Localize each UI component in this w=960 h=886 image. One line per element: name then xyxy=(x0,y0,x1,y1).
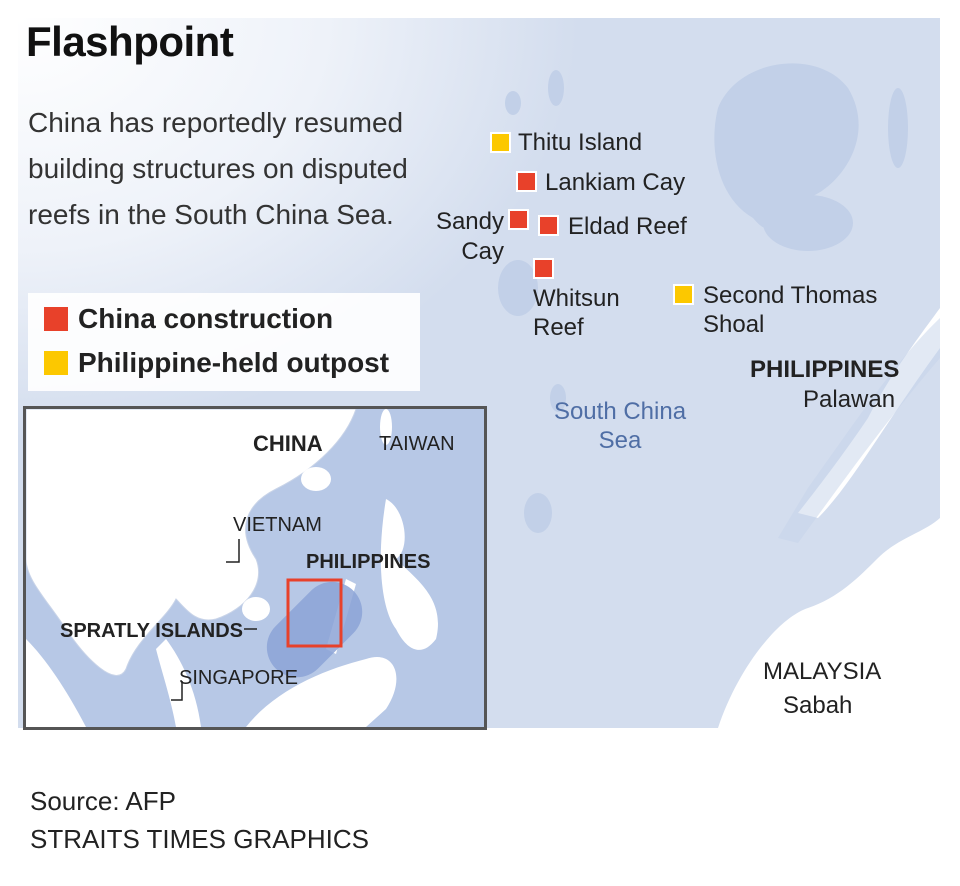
palawan-coast xyxy=(778,318,940,543)
legend-label: China construction xyxy=(78,303,334,334)
vietnam-leader-line xyxy=(226,539,240,563)
singapore-leader-line xyxy=(171,681,183,701)
label-eldad-reef: Eldad Reef xyxy=(568,213,687,240)
inset-label-spratly-islands: SPRATLY ISLANDS xyxy=(60,620,243,642)
inset-land xyxy=(26,409,438,727)
spratly-area xyxy=(266,581,363,678)
marker-thitu-island xyxy=(490,132,511,153)
label-philippines: PHILIPPINES xyxy=(750,356,900,383)
source-text: Source: AFP xyxy=(30,786,176,816)
red-square-icon xyxy=(44,307,68,331)
focus-area-box xyxy=(286,578,343,648)
label-thitu-island: Thitu Island xyxy=(518,129,643,156)
source-credit: Source: AFP STRAITS TIMES GRAPHICS xyxy=(30,782,369,858)
label-second-thomas-shoal: Second Thomas Shoal xyxy=(703,282,878,338)
inset-label-vietnam: VIETNAM xyxy=(233,514,322,536)
sea-label-line2: Sea xyxy=(598,427,642,454)
inset-label-singapore: SINGAPORE xyxy=(179,667,298,689)
main-map xyxy=(18,18,940,728)
inset-label-taiwan: TAIWAN xyxy=(379,433,455,455)
inset-label-china: CHINA xyxy=(253,431,323,456)
label-sandy-cay: Sandy Cay xyxy=(435,208,504,265)
label-sabah: Sabah xyxy=(783,692,853,719)
reef-shapes xyxy=(498,63,908,533)
legend: China construction Philippine-held outpo… xyxy=(28,293,420,391)
intro-text: China has reportedly resumed building st… xyxy=(28,107,408,230)
marker-eldad-reef xyxy=(538,215,559,236)
inset-label-philippines: PHILIPPINES xyxy=(306,551,431,573)
marker-second-thomas-shoal xyxy=(673,284,694,305)
graphics-credit: STRAITS TIMES GRAPHICS xyxy=(30,824,370,854)
label-whitsun-reef: Whitsun Reef xyxy=(533,285,620,341)
sea-label-line1: South China xyxy=(553,398,687,425)
marker-sandy-cay xyxy=(508,209,529,230)
label-lankiam-cay: Lankiam Cay xyxy=(545,169,686,196)
label-palawan: Palawan xyxy=(803,386,896,413)
sabah-land xyxy=(718,518,940,728)
inset-locator-map: CHINA TAIWAN VIETNAM PHILIPPINES SPRATLY… xyxy=(23,406,487,730)
label-malaysia: MALAYSIA xyxy=(763,658,882,685)
legend-label: Philippine-held outpost xyxy=(78,347,390,378)
marker-whitsun-reef xyxy=(533,258,554,279)
yellow-square-icon xyxy=(44,351,68,375)
page-title: Flashpoint xyxy=(26,18,234,65)
legend-item-china-construction: China construction xyxy=(44,303,333,335)
sea-label: South China Sea xyxy=(550,397,690,455)
marker-lankiam-cay xyxy=(516,171,537,192)
legend-item-philippine-outpost: Philippine-held outpost xyxy=(44,347,389,379)
